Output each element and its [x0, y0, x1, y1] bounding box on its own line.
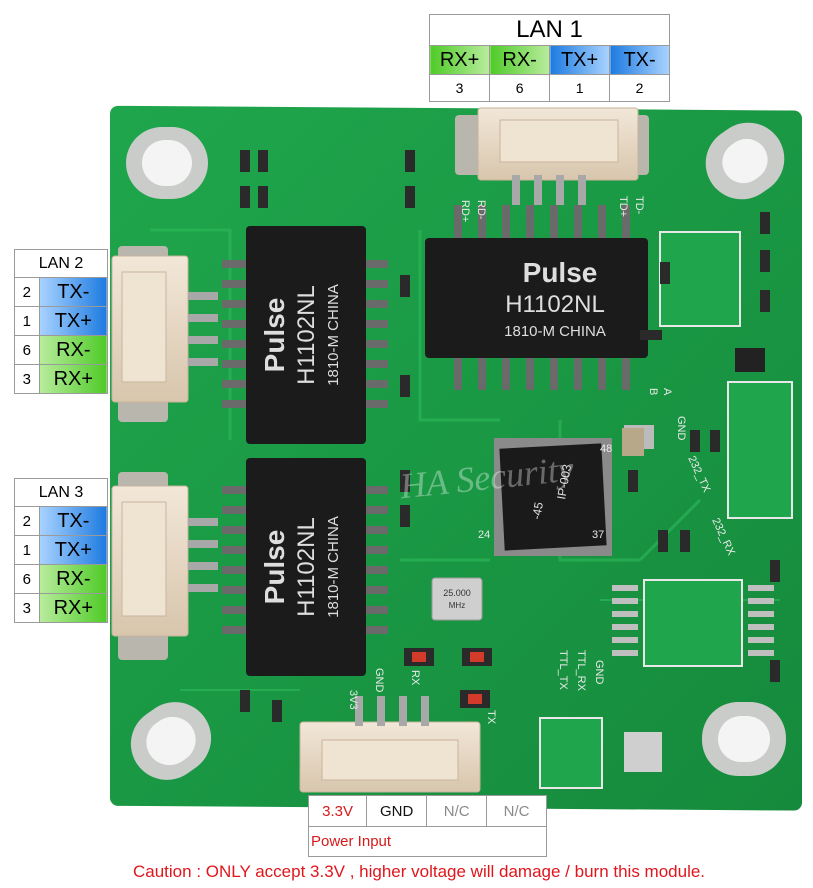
svg-text:TTL_RX: TTL_RX: [575, 650, 587, 692]
svg-text:RX: RX: [409, 670, 421, 686]
lan3-pin-number: 2: [14, 506, 40, 536]
lan2-signal-tx-plus: TX+: [38, 306, 109, 336]
lan1-pin-number: 6: [489, 74, 551, 102]
lan2-pin-number: 3: [14, 364, 40, 394]
lan3-signal-tx-minus: TX-: [38, 506, 109, 536]
svg-text:RD-: RD-: [475, 200, 487, 220]
lan1-pin-number: 2: [609, 74, 670, 102]
transformer-top-left: Pulse H1102NL 1810-M CHINA: [222, 226, 388, 444]
leds: [412, 652, 484, 704]
power-pin-gnd: GND: [366, 795, 428, 827]
chip-code: 1810-M CHINA: [504, 323, 606, 340]
lan2-connector: [111, 246, 218, 422]
lan2-pin-number: 6: [14, 335, 40, 365]
lan3-pinout-table: LAN 3 2 TX- 1 TX+ 6 RX- 3 RX+: [14, 478, 109, 623]
lan3-pin-number: 1: [14, 535, 40, 565]
ic-marking: IP-003: [554, 463, 574, 501]
power-pinout-table: 3.3V GND N/C N/C Power Input: [307, 795, 547, 857]
transformer-bottom-left: Pulse H1102NL 1810-M CHINA: [222, 458, 388, 676]
lan3-signal-tx-plus: TX+: [38, 535, 109, 565]
power-connector: [299, 696, 481, 793]
power-pin-nc: N/C: [426, 795, 488, 827]
chip-model: H1102NL: [505, 291, 605, 318]
crystal-unit: MHz: [449, 601, 465, 610]
lan1-signal-rx-plus: RX+: [428, 45, 491, 75]
lan3-pin-number: 6: [14, 564, 40, 594]
svg-text:A: A: [661, 388, 673, 396]
power-pin-nc: N/C: [486, 795, 547, 827]
lan2-pin-number: 1: [14, 306, 40, 336]
chip-model: H1102NL: [293, 517, 320, 617]
lan1-title: LAN 1: [429, 14, 670, 46]
lan2-pin-number: 2: [14, 277, 40, 307]
caution-note: Caution : ONLY accept 3.3V , higher volt…: [133, 862, 706, 881]
power-pin-3v3: 3.3V: [307, 795, 368, 827]
lan1-pin-number: 3: [428, 74, 491, 102]
lan3-title: LAN 3: [14, 478, 108, 507]
lan2-signal-tx-minus: TX-: [38, 277, 109, 307]
lan2-signal-rx-plus: RX+: [38, 364, 109, 394]
svg-text:GND: GND: [593, 660, 605, 685]
chip-code: 1810-M CHINA: [325, 284, 342, 386]
chip-brand: Pulse: [259, 298, 290, 373]
svg-text:RD+: RD+: [459, 200, 471, 222]
lan1-pin-number: 1: [549, 74, 611, 102]
svg-text:GND: GND: [373, 668, 385, 693]
lan2-signal-rx-minus: RX-: [38, 335, 109, 365]
svg-text:37: 37: [592, 529, 604, 541]
lan3-connector: [111, 472, 218, 660]
crystal: 25.000 MHz: [431, 577, 483, 621]
svg-text:GND: GND: [675, 416, 687, 441]
svg-text:TD-: TD-: [633, 196, 645, 215]
svg-text:TTL_TX: TTL_TX: [557, 650, 569, 690]
lan1-connector: [455, 107, 649, 205]
lan2-pinout-table: LAN 2 2 TX- 1 TX+ 6 RX- 3 RX+: [14, 249, 109, 394]
rs232-ic: [539, 231, 793, 789]
mounting-hole-bottom-right: [702, 702, 786, 776]
mounting-hole-top-right: [705, 122, 785, 200]
svg-text:48: 48: [600, 443, 612, 455]
lan3-pin-number: 3: [14, 593, 40, 623]
power-input-label: Power Input: [308, 826, 547, 857]
lan1-signal-tx-plus: TX+: [549, 45, 611, 75]
ic-marking: -45: [529, 501, 546, 521]
svg-text:B: B: [647, 388, 659, 395]
svg-text:24: 24: [478, 529, 490, 541]
lan3-signal-rx-plus: RX+: [38, 593, 109, 623]
lan3-signal-rx-minus: RX-: [38, 564, 109, 594]
lan1-signal-tx-minus: TX-: [609, 45, 670, 75]
lan2-title: LAN 2: [14, 249, 108, 278]
chip-brand: Pulse: [523, 257, 598, 288]
svg-text:TD+: TD+: [617, 196, 629, 217]
chip-brand: Pulse: [259, 530, 290, 605]
chip-code: 1810-M CHINA: [325, 516, 342, 618]
svg-text:TX: TX: [485, 710, 497, 725]
mounting-hole-top-left: [126, 127, 208, 199]
main-ic: IP-003 -45: [494, 438, 612, 556]
chip-model: H1102NL: [293, 285, 320, 385]
transformer-top-right: Pulse H1102NL 1810-M CHINA: [425, 205, 648, 390]
svg-text:3V3: 3V3: [347, 690, 359, 710]
mounting-hole-bottom-left: [130, 702, 212, 780]
lan1-signal-rx-minus: RX-: [489, 45, 551, 75]
crystal-freq: 25.000: [443, 588, 471, 598]
lan1-pinout-table: LAN 1 RX+ RX- TX+ TX- 3 6 1 2: [428, 14, 670, 102]
